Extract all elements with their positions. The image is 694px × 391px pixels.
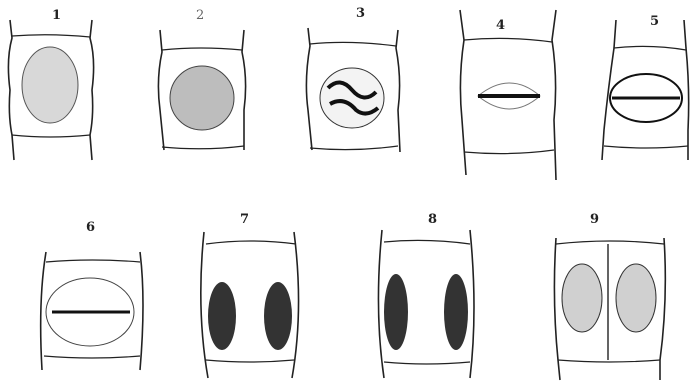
daughter-nucleus [384, 274, 408, 350]
panel-9-number: 9 [590, 212, 599, 227]
panel-8-number: 8 [428, 212, 437, 227]
panel-7-number: 7 [240, 212, 249, 227]
nucleus [170, 66, 234, 130]
nucleus [22, 47, 78, 123]
panel-4-cell [460, 10, 556, 180]
panel-6-number: 6 [86, 220, 95, 235]
panel-2-number: 2 [196, 8, 204, 23]
daughter-nucleus [562, 264, 602, 332]
daughter-nucleus [616, 264, 656, 332]
panel-5-cell [602, 20, 689, 160]
panel-6-cell [41, 252, 143, 370]
panel-1-cell [8, 20, 93, 160]
nucleus [320, 68, 384, 128]
panel-3-cell [306, 28, 400, 152]
daughter-nucleus [444, 274, 468, 350]
panel-4-number: 4 [496, 18, 505, 33]
panel-8-cell [378, 230, 474, 378]
panel-3-number: 3 [356, 6, 365, 21]
panel-7-cell [201, 232, 299, 378]
panel-1-number: 1 [52, 8, 61, 23]
daughter-nucleus [208, 282, 236, 350]
panel-9-cell [554, 238, 665, 380]
panel-2-cell [158, 30, 245, 150]
daughter-nucleus [264, 282, 292, 350]
panel-5-number: 5 [650, 14, 659, 29]
